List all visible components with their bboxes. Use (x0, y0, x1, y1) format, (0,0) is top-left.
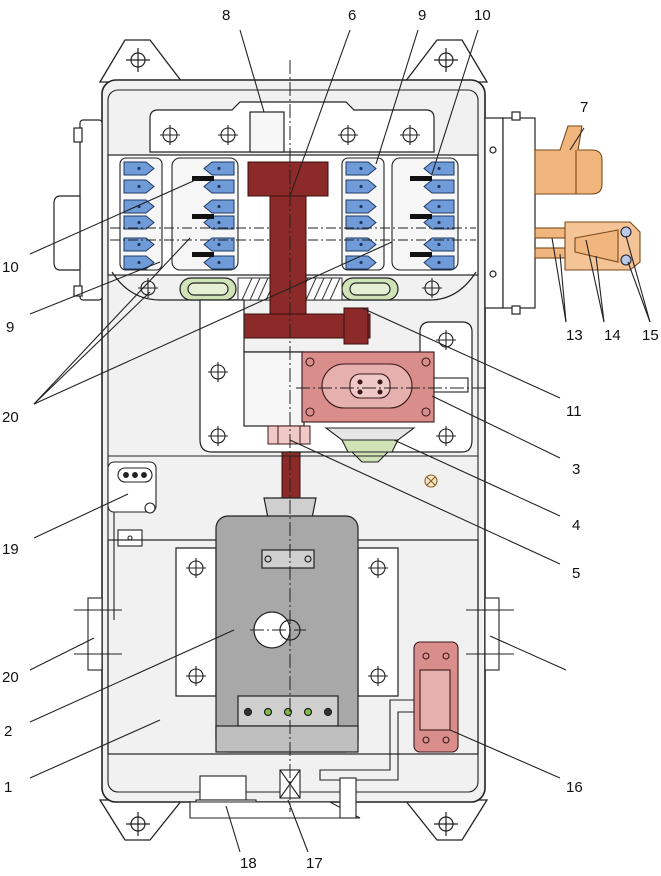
callout-8: 8 (222, 7, 230, 24)
callout-6: 6 (348, 7, 356, 24)
contact-rivet (359, 204, 363, 209)
callout-labels: 8 6 9 10 7 10 9 13 14 15 20 11 3 4 19 5 … (2, 7, 659, 872)
right-side-bracket (484, 111, 536, 315)
contact-rivet (217, 166, 221, 171)
callout-19: 20 (2, 409, 19, 426)
contact-rivet (359, 184, 363, 189)
callout-9-left: 9 (6, 319, 14, 336)
interlock-rod (319, 699, 414, 781)
contact-rivet (437, 166, 441, 171)
callout-10-top: 10 (474, 7, 491, 24)
actuator-block (301, 351, 469, 423)
terminal-block (107, 461, 157, 620)
ledge-bolts (138, 278, 442, 298)
motor-plate-bolts (186, 558, 388, 686)
contact-rivet (217, 242, 221, 247)
contact-rivet (359, 166, 363, 171)
contact-rivet (137, 166, 141, 171)
coupling (267, 425, 311, 445)
green-lenses (179, 277, 399, 301)
contact-rivet (137, 242, 141, 247)
contact-rivet (137, 220, 141, 225)
callout-16: 17 (306, 855, 323, 872)
callout-1: 1 (4, 779, 12, 796)
callout-11: 11 (566, 403, 582, 420)
contact-rivet (359, 242, 363, 247)
contact-rivet (217, 204, 221, 209)
contact-rivet (359, 260, 363, 265)
contact-rivet (437, 204, 441, 209)
callout-10-left: 10 (2, 259, 19, 276)
callout-4: 4 (572, 517, 580, 534)
callout-13: 14 (604, 327, 621, 344)
callout-7: 7 (580, 99, 588, 116)
contact-rivet (137, 260, 141, 265)
interlock-block (413, 641, 459, 753)
left-side-cover (53, 119, 103, 301)
indicator-lamp (424, 474, 438, 488)
cam-funnel (324, 427, 416, 463)
side-hinges (74, 597, 514, 671)
ear-bolt-holes (126, 48, 458, 836)
pin-assembly (534, 221, 641, 271)
contact-rivet (217, 260, 221, 265)
center-axis (250, 60, 486, 812)
bus-bar-7 (534, 125, 603, 195)
callout-14: 15 (642, 327, 659, 344)
leader-lines (29, 29, 651, 853)
top-bar (149, 101, 435, 153)
contact-rivet (437, 184, 441, 189)
contact-rivet (437, 220, 441, 225)
callout-12: 13 (566, 327, 583, 344)
contact-rivet (437, 242, 441, 247)
callout-2: 2 (4, 723, 12, 740)
contact-rivet (137, 184, 141, 189)
callout-3: 3 (572, 461, 580, 478)
callout-9-top: 9 (418, 7, 426, 24)
callout-20-left: 20 (2, 669, 19, 686)
contact-rivet (217, 184, 221, 189)
top-bar-bolts (160, 125, 420, 145)
contact-springs (192, 176, 432, 257)
contact-rivet (437, 260, 441, 265)
contact-rivet (217, 220, 221, 225)
callout-17: 18 (240, 855, 257, 872)
bottom-hardware (189, 769, 361, 819)
callout-18: 19 (2, 541, 19, 558)
mid-frame-bolts (208, 330, 456, 446)
motor (215, 497, 359, 753)
callout-5: 5 (572, 565, 580, 582)
contact-rivet (359, 220, 363, 225)
callout-15: 16 (566, 779, 583, 796)
